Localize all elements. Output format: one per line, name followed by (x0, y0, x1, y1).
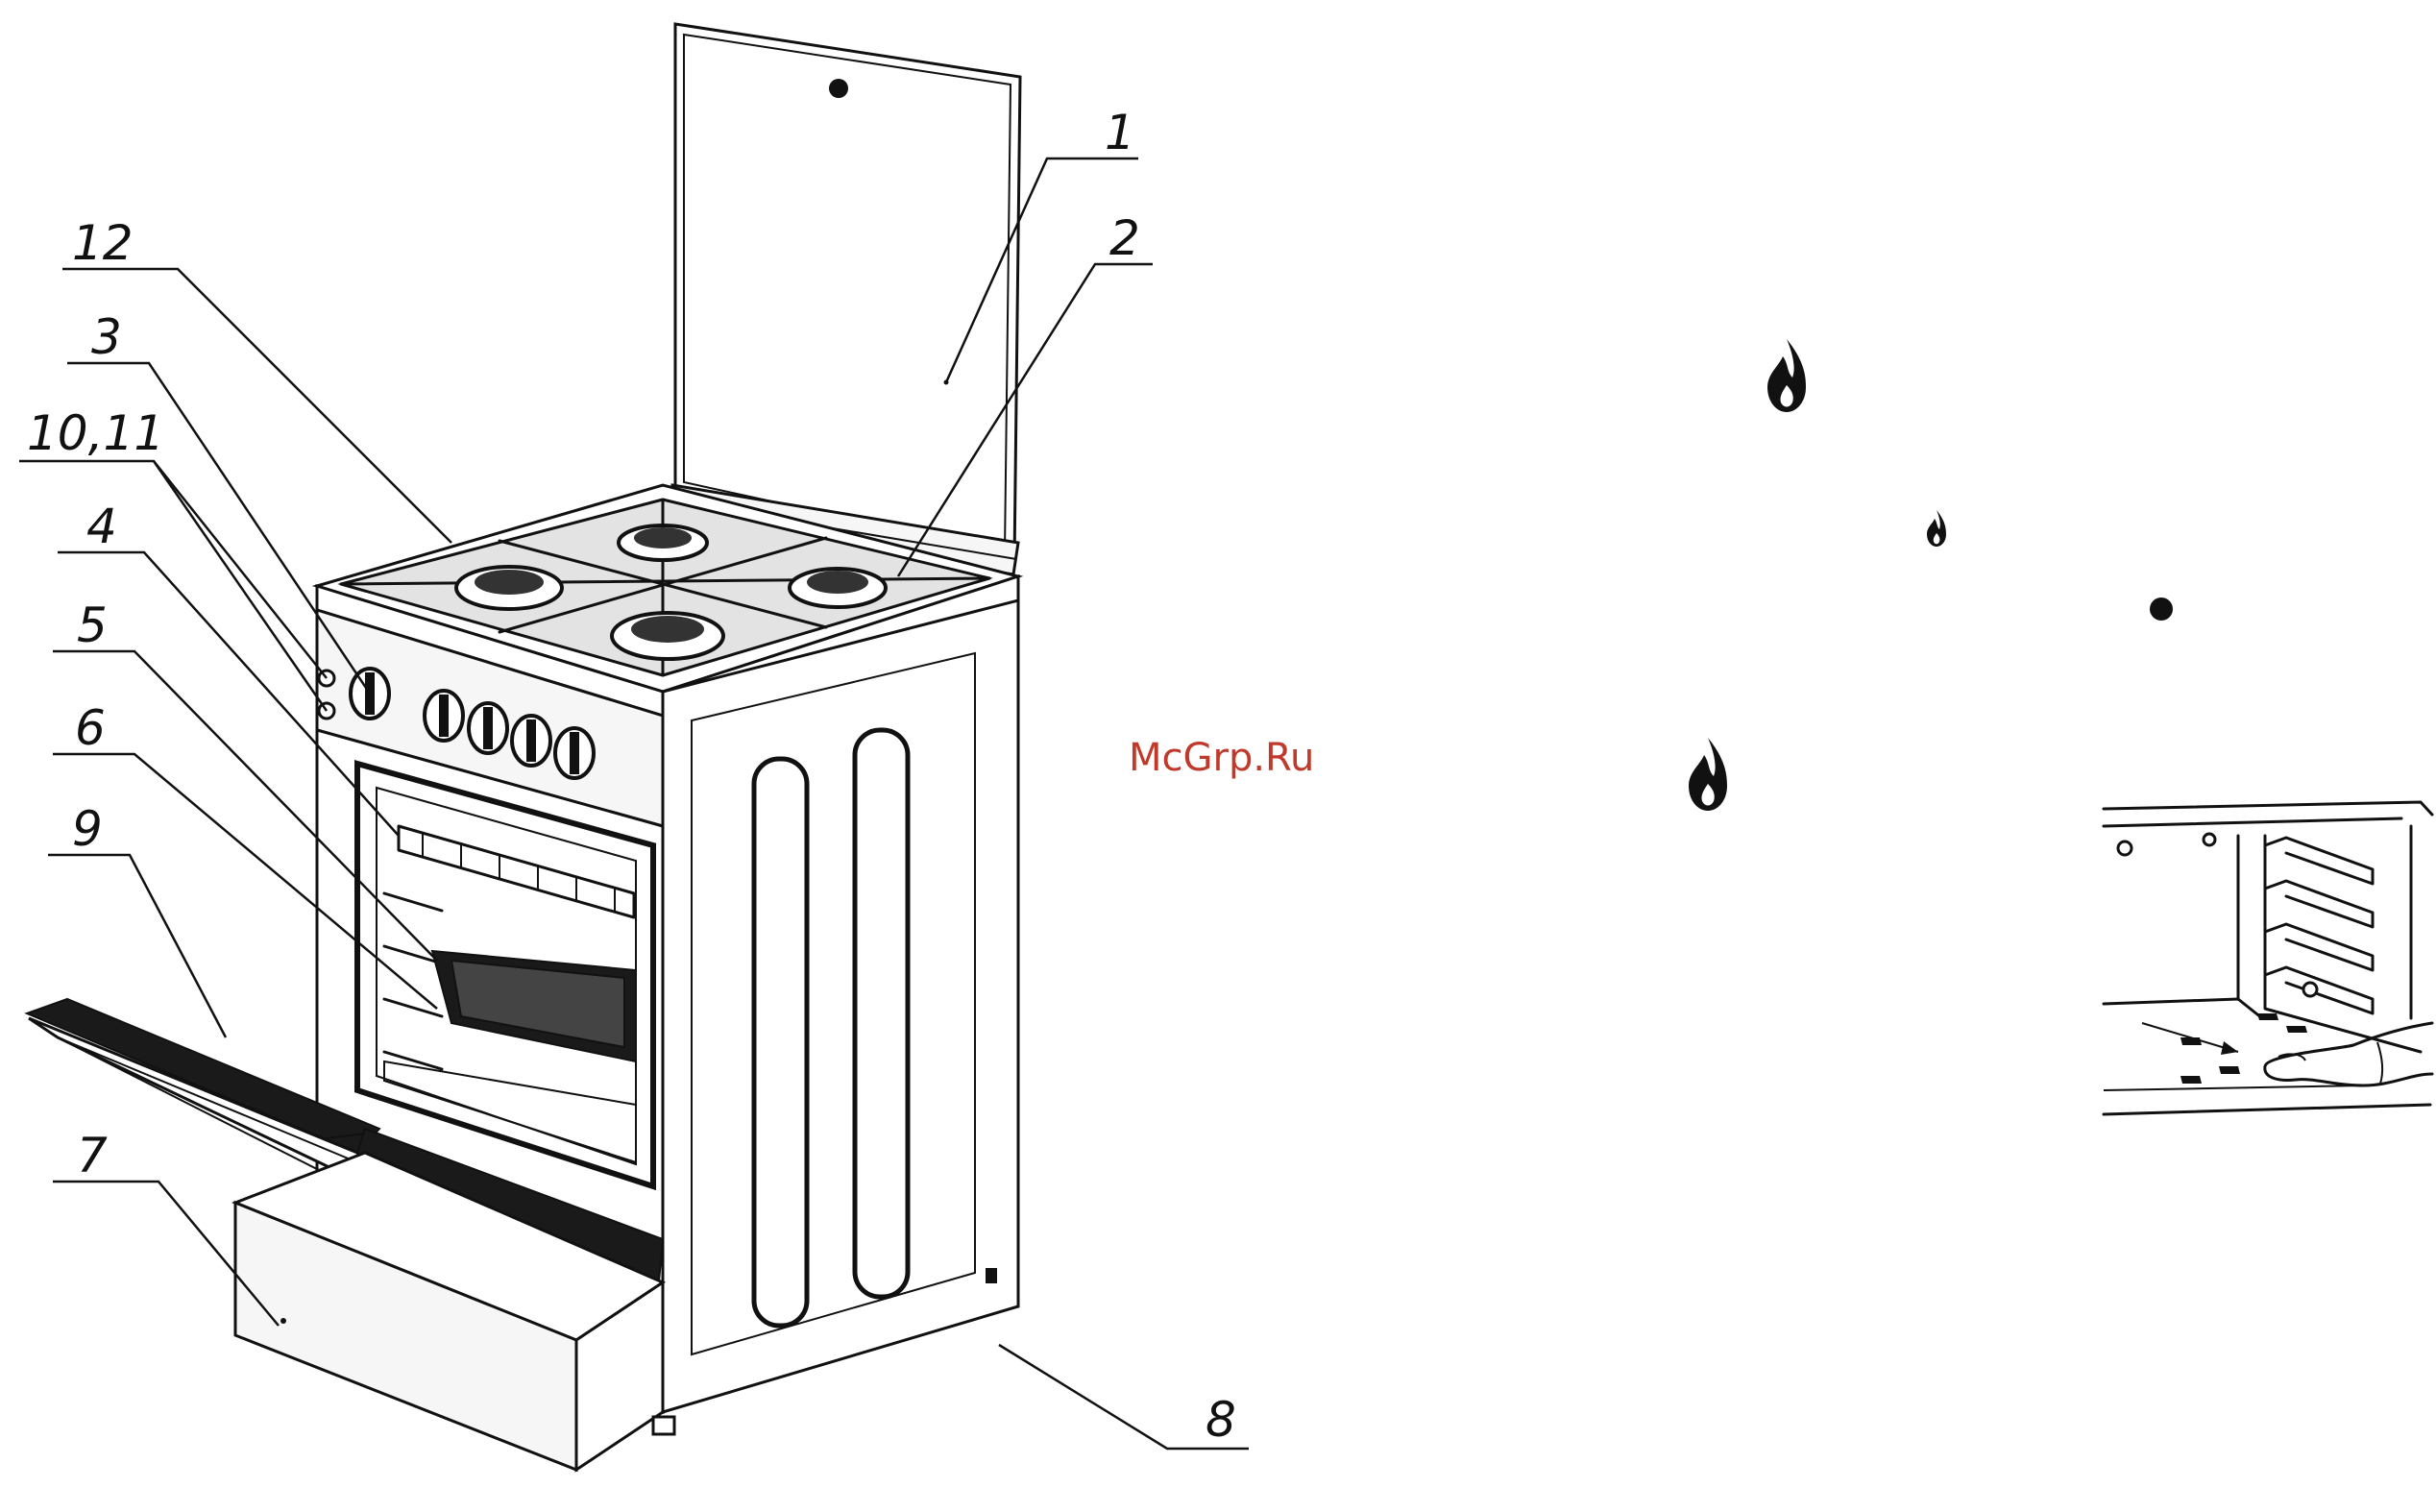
side-stamp (855, 730, 908, 1297)
callout-12: 12 (72, 215, 134, 271)
burner (790, 569, 886, 607)
flame-icon (1689, 738, 1727, 811)
foot (986, 1268, 997, 1283)
callout-6: 6 (75, 700, 106, 756)
burner-knob[interactable] (512, 716, 550, 766)
callout-1: 1 (1105, 105, 1135, 160)
side-panel (663, 600, 1018, 1412)
flame-icon (1767, 339, 1806, 412)
callout-10-11: 10,11 (27, 405, 164, 461)
callout-2: 2 (1109, 210, 1140, 266)
callout-8: 8 (1206, 1392, 1236, 1448)
callout-4: 4 (86, 499, 117, 554)
small-flame-icon (1927, 510, 1946, 547)
burner-knob[interactable] (425, 691, 463, 741)
burner (456, 567, 562, 609)
callout-3: 3 (91, 309, 122, 365)
burner (619, 525, 707, 560)
watermark: McGrp.Ru (1129, 736, 1314, 780)
burner (612, 613, 723, 659)
burner-knob[interactable] (555, 728, 594, 778)
foot (653, 1417, 674, 1434)
glass-lid (672, 24, 1020, 574)
oven-interior-inset (2104, 802, 2432, 1114)
lid-hole-dot (829, 79, 848, 98)
callout-5: 5 (77, 597, 108, 653)
burner-knob[interactable] (469, 703, 507, 753)
side-stamp (754, 759, 807, 1326)
dot-icon (2150, 597, 2173, 621)
callout-7: 7 (77, 1128, 108, 1183)
callout-9: 9 (72, 801, 103, 857)
